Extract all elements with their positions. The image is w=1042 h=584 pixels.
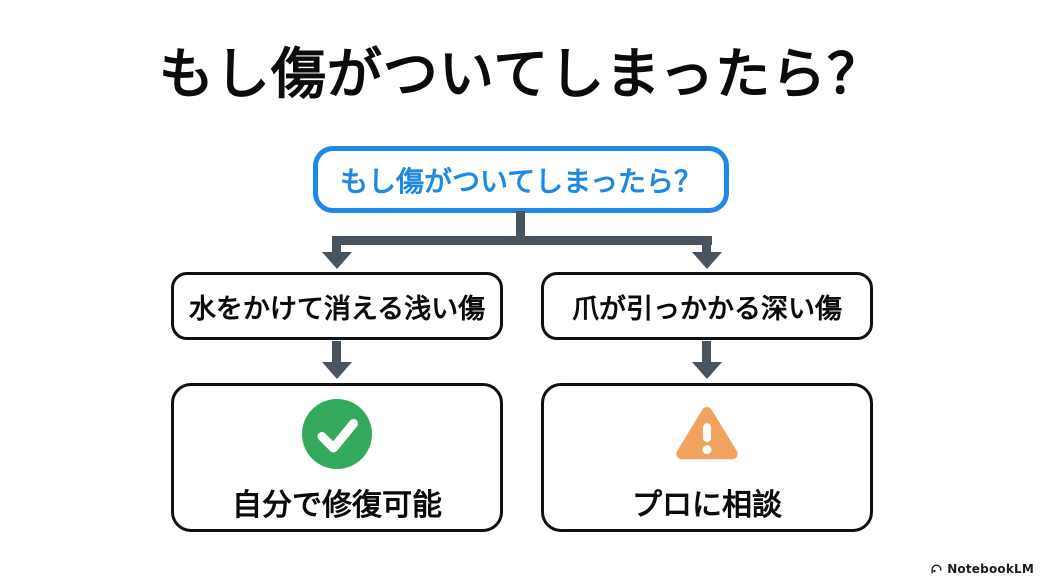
warning-triangle-icon bbox=[676, 406, 738, 459]
connector-mid-right bbox=[702, 341, 711, 364]
arrow-down-icon bbox=[692, 252, 722, 269]
connector-drop-right bbox=[702, 236, 711, 254]
result-label: 自分で修復可能 bbox=[232, 487, 442, 523]
connector-horizontal-bar bbox=[332, 236, 712, 245]
flowchart-root-node: もし傷がついてしまったら？ bbox=[313, 146, 729, 213]
arrow-down-icon bbox=[322, 252, 352, 269]
page-title: もし傷がついてしまったら？ bbox=[158, 42, 884, 106]
connector-mid-left bbox=[332, 341, 341, 364]
condition-node-deep-scratch: 爪が引っかかる深い傷 bbox=[541, 272, 873, 340]
condition-node-shallow-scratch: 水をかけて消える浅い傷 bbox=[171, 272, 503, 340]
result-node-self-repair: 自分で修復可能 bbox=[171, 383, 503, 532]
arrow-down-icon bbox=[322, 362, 352, 379]
notebooklm-watermark: NotebookLM bbox=[930, 562, 1034, 576]
notebooklm-logo-icon bbox=[931, 563, 942, 573]
check-circle-icon bbox=[302, 398, 372, 469]
root-node-label: もし傷がついてしまったら？ bbox=[339, 164, 703, 198]
arrow-down-icon bbox=[692, 362, 722, 379]
connector-root-stub bbox=[516, 211, 525, 240]
condition-label: 水をかけて消える浅い傷 bbox=[188, 293, 486, 325]
condition-label: 爪が引っかかる深い傷 bbox=[572, 293, 842, 325]
connector-drop-left bbox=[332, 236, 341, 254]
result-node-consult-pro: プロに相談 bbox=[541, 383, 873, 532]
result-label: プロに相談 bbox=[632, 487, 782, 523]
brand-name: NotebookLM bbox=[947, 562, 1034, 576]
